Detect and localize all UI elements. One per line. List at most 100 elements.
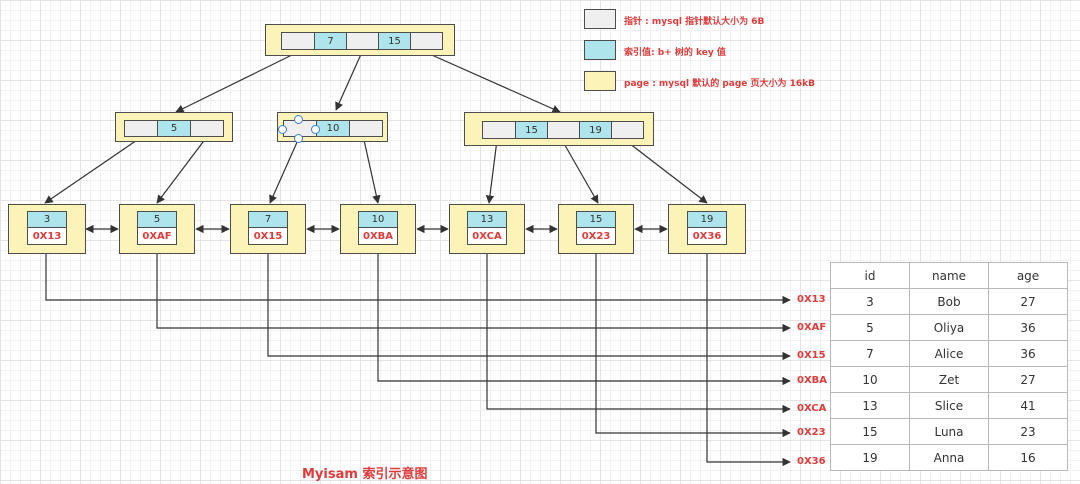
leaf-2-key: 5: [137, 211, 177, 228]
edge-int3-leaf6: [561, 139, 599, 204]
leaf-2-addr: 0XAF: [137, 227, 177, 245]
table-header-row: id name age: [830, 262, 1068, 289]
pointer-target-label: 0X36: [797, 456, 826, 467]
legend-key-swatch: [584, 40, 616, 60]
cell-name: Bob: [909, 288, 989, 315]
cell-age: 27: [988, 366, 1068, 393]
leaf-page-7: 19 0X36: [668, 204, 746, 254]
leaf-3-addr: 0X15: [248, 227, 288, 245]
addr-route-3: [267, 245, 791, 361]
legend-page-swatch: [584, 71, 616, 91]
leaf-4-key: 10: [358, 211, 398, 228]
table-row: 15 Luna 23: [830, 418, 1068, 445]
internal-1-pointer-1: [124, 120, 158, 137]
root-page: 7 15: [265, 24, 455, 56]
root-key-1: 7: [314, 32, 347, 50]
table-row: 10 Zet 27: [830, 366, 1068, 393]
leaf-4-addr: 0XBA: [358, 227, 398, 245]
cell-age: 36: [988, 314, 1068, 341]
cell-name: Zet: [909, 366, 989, 393]
addr-route-5: [486, 245, 791, 414]
table-row: 19 Anna 16: [830, 444, 1068, 471]
table-row: 5 Oliya 36: [830, 314, 1068, 341]
cell-name: Anna: [909, 444, 989, 471]
selection-handle-1[interactable]: [294, 115, 303, 124]
cell-id: 19: [830, 444, 910, 471]
internal-2-key-1: 10: [316, 120, 350, 137]
leaf-5-key: 13: [467, 211, 507, 228]
edge-int1-leaf1: [44, 137, 141, 204]
leaf-7-key: 19: [687, 211, 727, 228]
leaf-7-addr: 0X36: [687, 227, 727, 245]
legend-key-label: 索引值: b+ 树的 key 值: [624, 48, 726, 58]
pointer-target-label: 0X15: [797, 350, 826, 361]
pointer-target-label: 0X13: [797, 294, 826, 305]
internal-3-key-1: 15: [515, 121, 548, 139]
table-row: 3 Bob 27: [830, 288, 1068, 315]
leaf-page-6: 15 0X23: [558, 204, 634, 254]
selection-handle-3[interactable]: [311, 125, 320, 134]
selection-handle-4[interactable]: [294, 134, 303, 143]
internal-3-pointer-1: [482, 121, 516, 139]
edge-int2-leaf4: [363, 139, 381, 204]
cell-name: Slice: [909, 392, 989, 419]
pointer-target-label: 0XCA: [797, 403, 827, 414]
legend-page-label: page : mysql 默认的 page 页大小为 16kB: [624, 79, 816, 89]
diagram-caption: Myisam 索引示意图: [302, 467, 428, 482]
addr-route-6: [595, 245, 791, 438]
root-pointer-2: [346, 32, 379, 50]
leaf-6-addr: 0X23: [576, 227, 616, 245]
pointer-target-label: 0XBA: [797, 375, 828, 386]
edge-root-internal-2: [335, 51, 363, 111]
internal-page-1: 5: [115, 112, 233, 142]
pointer-target-label: 0X23: [797, 427, 826, 438]
leaf-page-4: 10 0XBA: [340, 204, 416, 254]
cell-id: 7: [830, 340, 910, 367]
leaf-1-addr: 0X13: [27, 227, 67, 245]
cell-id: 13: [830, 392, 910, 419]
edge-int1-leaf2: [156, 137, 207, 204]
root-pointer-3: [410, 32, 443, 50]
cell-id: 5: [830, 314, 910, 341]
root-key-2: 15: [378, 32, 411, 50]
addr-route-7: [706, 245, 791, 467]
cell-age: 41: [988, 392, 1068, 419]
leaf-page-2: 5 0XAF: [119, 204, 195, 254]
cell-name: Oliya: [909, 314, 989, 341]
addr-route-1: [45, 245, 791, 305]
column-header-id: id: [830, 262, 910, 289]
edge-root-internal-3: [424, 51, 561, 113]
edge-root-internal-1: [175, 51, 299, 113]
internal-2-pointer-2: [349, 120, 383, 137]
internal-3-key-2: 19: [579, 121, 612, 139]
root-pointer-1: [281, 32, 315, 50]
table-row: 13 Slice 41: [830, 392, 1068, 419]
internal-page-3: 15 19: [464, 112, 654, 146]
leaf-page-5: 13 0XCA: [449, 204, 525, 254]
table-row: 7 Alice 36: [830, 340, 1068, 367]
column-header-name: name: [909, 262, 989, 289]
column-header-age: age: [988, 262, 1068, 289]
cell-name: Alice: [909, 340, 989, 367]
cell-id: 3: [830, 288, 910, 315]
leaf-5-addr: 0XCA: [467, 227, 507, 245]
internal-1-pointer-2: [190, 120, 224, 137]
edge-int3-leaf7: [624, 139, 708, 204]
leaf-3-key: 7: [248, 211, 288, 228]
pointer-target-label: 0XAF: [797, 322, 827, 333]
cell-name: Luna: [909, 418, 989, 445]
selection-handle-2[interactable]: [278, 125, 287, 134]
internal-3-pointer-2: [547, 121, 580, 139]
cell-age: 36: [988, 340, 1068, 367]
leaf-page-1: 3 0X13: [8, 204, 86, 254]
internal-3-pointer-3: [611, 121, 644, 139]
cell-age: 27: [988, 288, 1068, 315]
cell-id: 15: [830, 418, 910, 445]
legend-pointer-label: 指针 : mysql 指针默认大小为 6B: [624, 17, 765, 27]
leaf-page-3: 7 0X15: [230, 204, 306, 254]
data-table: id name age 3 Bob 27 5 Oliya 36 7 Alice …: [830, 262, 1068, 471]
edge-int3-leaf5: [485, 139, 498, 204]
cell-id: 10: [830, 366, 910, 393]
cell-age: 23: [988, 418, 1068, 445]
